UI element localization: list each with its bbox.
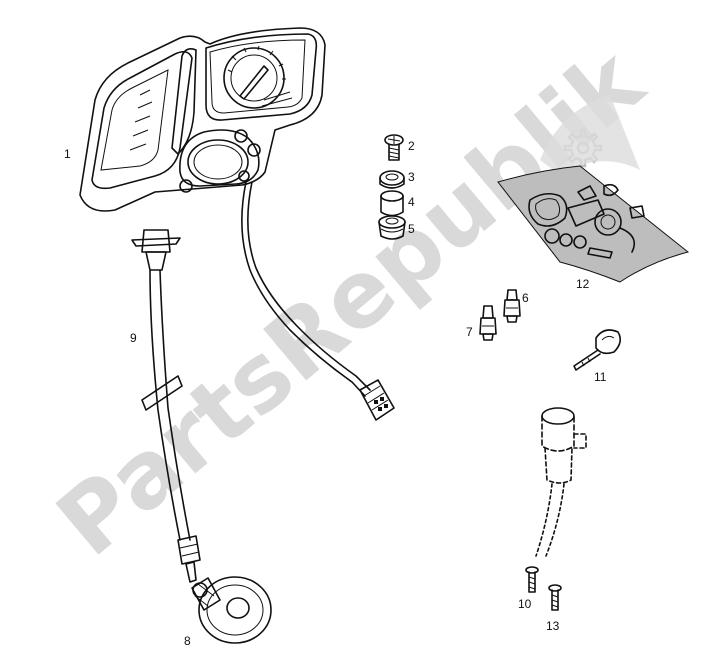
watermark: PartsRepublik xyxy=(37,27,663,577)
bulb-6[interactable] xyxy=(503,289,521,323)
callout-9: 9 xyxy=(130,331,137,345)
callout-2: 2 xyxy=(408,139,415,153)
wiring-harness[interactable] xyxy=(241,181,395,421)
callout-13: 13 xyxy=(546,619,560,633)
callout-4: 4 xyxy=(408,195,415,209)
callout-1: 1 xyxy=(64,147,71,161)
grommet-5[interactable] xyxy=(378,215,406,240)
watermark-flag xyxy=(540,95,640,175)
callout-8: 8 xyxy=(184,634,191,648)
callout-5: 5 xyxy=(408,222,415,236)
callout-11: 11 xyxy=(594,370,607,384)
speedometer-cable[interactable] xyxy=(131,229,201,583)
key-11[interactable] xyxy=(573,329,622,371)
washer-3[interactable] xyxy=(379,170,405,189)
callout-10: 10 xyxy=(518,597,532,611)
callout-12: 12 xyxy=(576,277,590,291)
instrument-cluster[interactable] xyxy=(79,27,326,212)
callout-6: 6 xyxy=(522,291,529,305)
lock-set-12[interactable] xyxy=(497,165,690,283)
bulb-7[interactable] xyxy=(479,305,497,341)
speedometer-drive[interactable] xyxy=(191,576,272,644)
watermark-text: PartsRepublik xyxy=(37,27,663,577)
callout-7: 7 xyxy=(466,325,473,339)
screw-2[interactable] xyxy=(384,134,404,161)
screw-10[interactable] xyxy=(525,566,539,593)
callout-3: 3 xyxy=(408,170,415,184)
dimmer-switch[interactable] xyxy=(535,407,587,557)
screw-13[interactable] xyxy=(548,584,562,611)
